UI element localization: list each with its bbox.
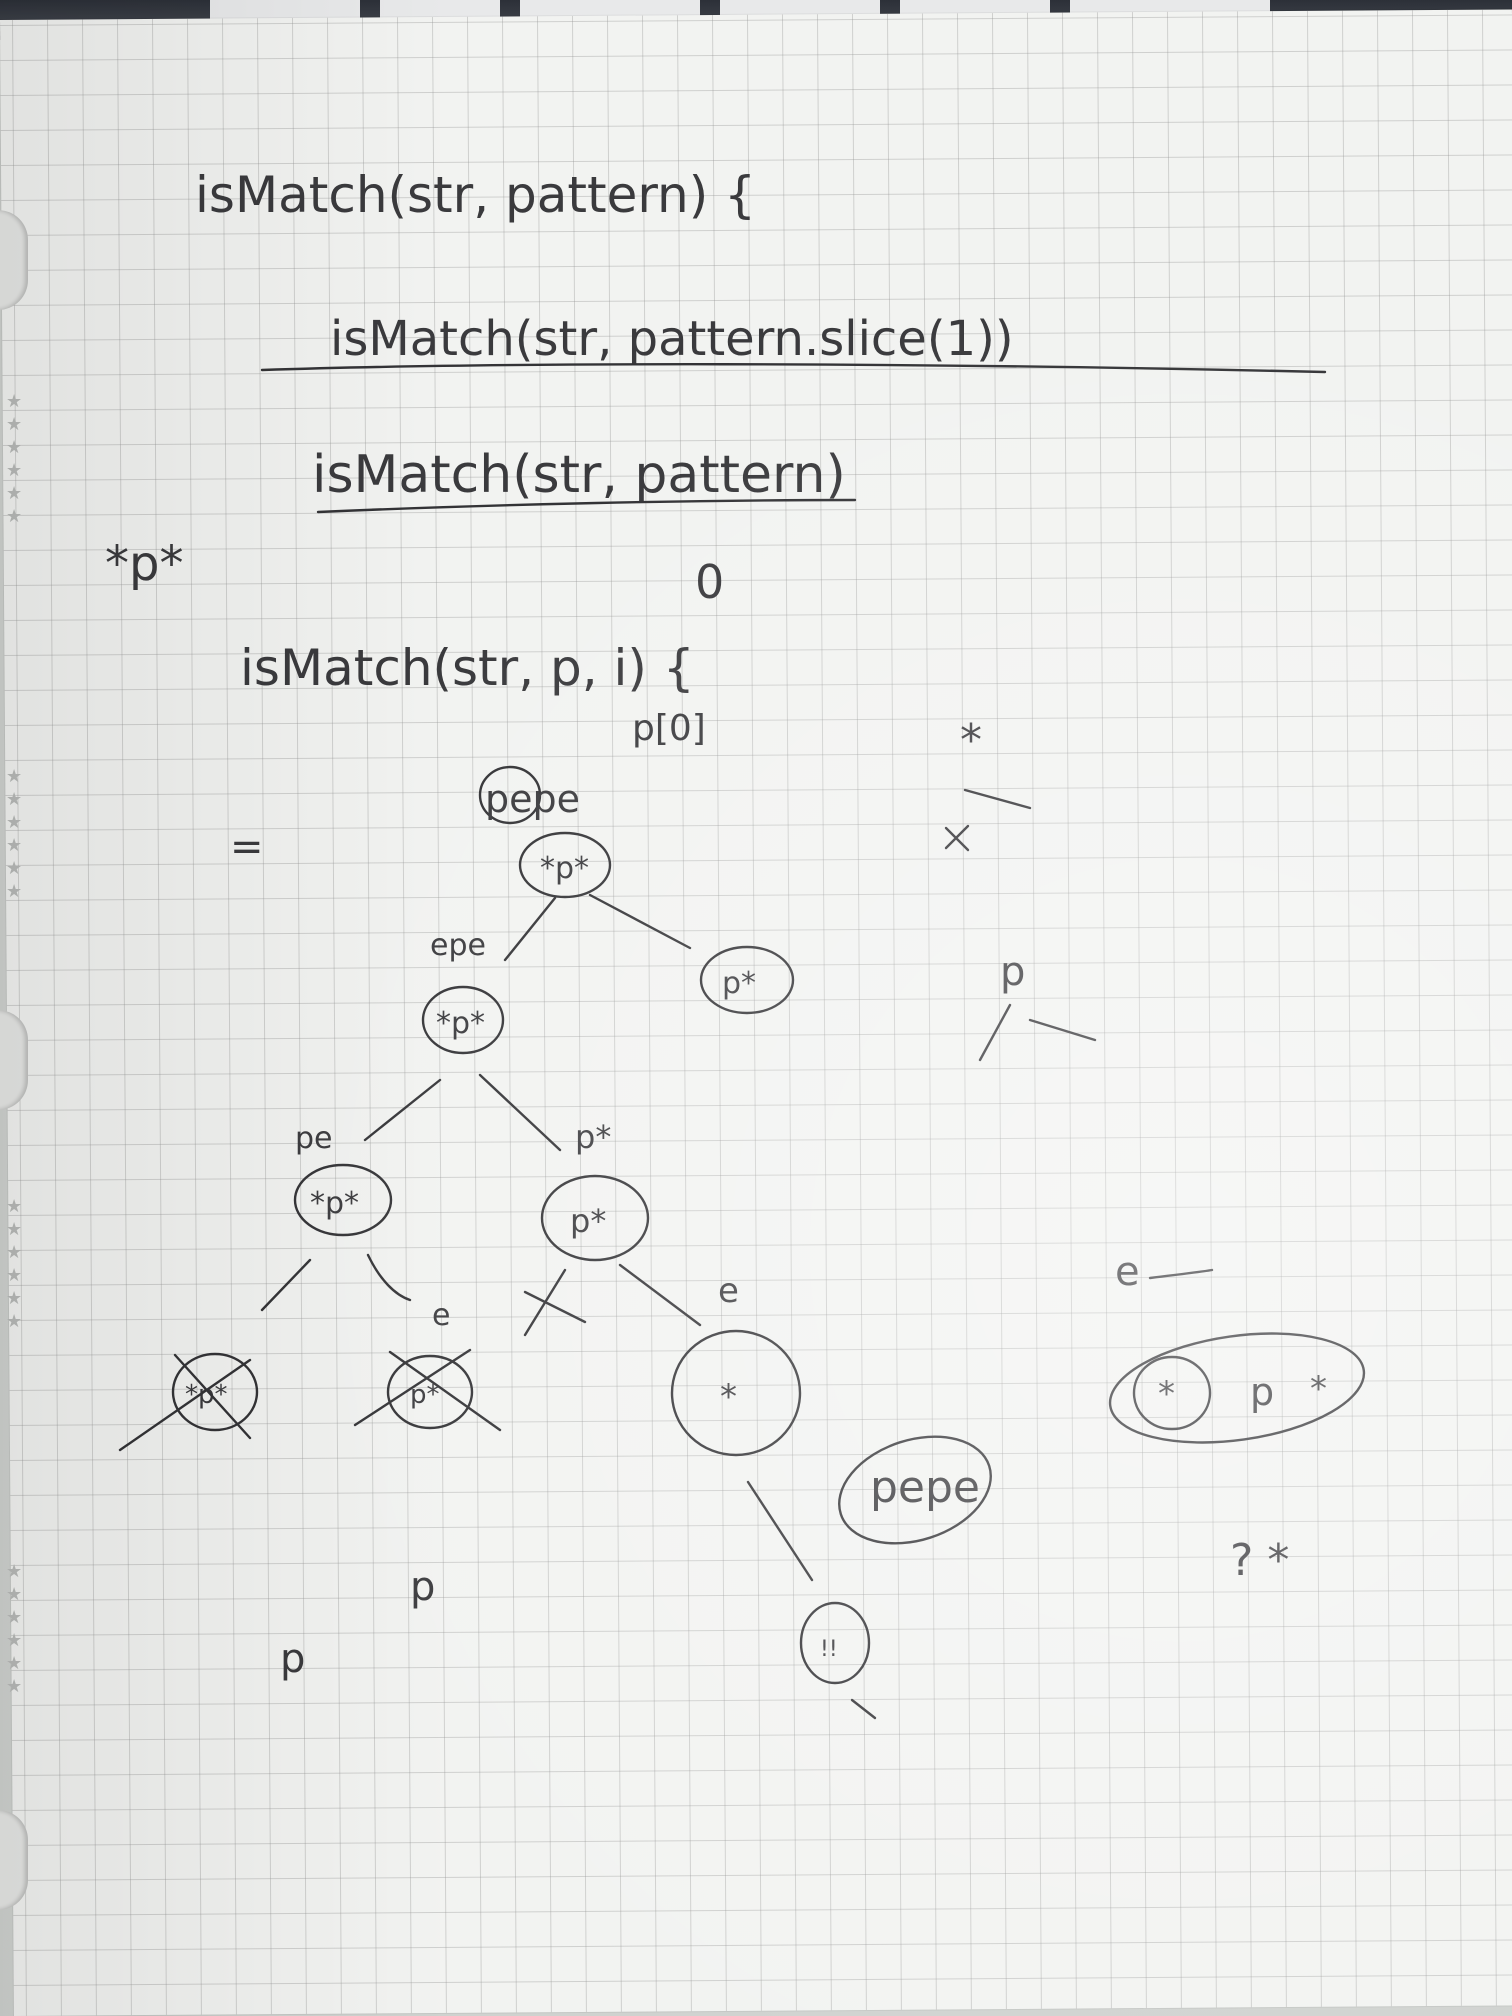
lrr-string-label: e	[718, 1271, 739, 1311]
p-index-note: p[0]	[632, 708, 706, 749]
strike-line	[260, 363, 1327, 374]
side-p-note: p	[1000, 949, 1025, 995]
margin-star-marks: ★ ★ ★ ★ ★ ★	[6, 766, 23, 902]
question-note: ? *	[1230, 1535, 1289, 1586]
branch-marks	[978, 1003, 1097, 1062]
zero-note: 0	[695, 555, 724, 609]
ismatch-slice-call: isMatch(str, pattern.slice(1))	[330, 311, 1014, 367]
tail-mark	[850, 1698, 877, 1720]
node-lrr-pattern: *	[720, 1377, 737, 1417]
pepe-note-circle	[838, 1435, 992, 1545]
llr-string-label: e	[432, 1298, 450, 1333]
dash-mark	[963, 788, 1032, 810]
binder-hole	[0, 210, 28, 310]
edge	[588, 893, 692, 950]
cross-out-mark	[353, 1348, 502, 1432]
edge	[618, 1263, 702, 1327]
pepe-note: pepe	[870, 1462, 980, 1513]
underline	[316, 498, 857, 514]
node-leaf	[799, 1601, 871, 1685]
node-lrr	[670, 1329, 802, 1457]
node-ll-pattern: *p*	[310, 1186, 359, 1221]
small-cross-mark	[944, 824, 970, 852]
left-string-label: epe	[430, 928, 486, 963]
ismatch-index-signature: isMatch(str, p, i) {	[240, 639, 695, 697]
ll-string-label: pe	[295, 1121, 333, 1156]
pattern-p: p	[1250, 1370, 1274, 1414]
edge	[366, 1253, 412, 1302]
p-note-left: p	[280, 1636, 305, 1682]
node-root-pattern: *p*	[540, 851, 589, 886]
pattern-inner-circle	[1132, 1355, 1212, 1431]
star-p-star-note: *p*	[105, 536, 183, 592]
side-dash-mark	[1148, 1268, 1214, 1280]
side-e-label: e	[1115, 1249, 1140, 1295]
node-llr	[386, 1354, 474, 1430]
node-lr-pattern: p*	[570, 1202, 606, 1240]
edge	[478, 1073, 562, 1152]
node-lr	[540, 1174, 650, 1262]
edge	[260, 1258, 312, 1312]
crossed-edge	[523, 1268, 587, 1337]
cross-out-mark	[118, 1353, 252, 1452]
node-ll	[293, 1163, 393, 1237]
side-star-note: *	[960, 715, 982, 766]
pattern-star-c: *	[1310, 1369, 1327, 1409]
margin-star-marks: ★ ★ ★ ★ ★ ★	[6, 391, 23, 527]
node-lll	[171, 1352, 259, 1432]
edge	[363, 1078, 442, 1142]
pattern-star-a: *	[1158, 1374, 1175, 1414]
ismatch-signature: isMatch(str, pattern) {	[195, 166, 756, 224]
node-left	[421, 985, 505, 1055]
lr-string-label: p*	[575, 1118, 611, 1156]
node-leaf-pattern: !!	[820, 1637, 838, 1662]
node-root-right	[699, 945, 795, 1015]
equals-mark: =	[230, 824, 264, 870]
node-root-right-pattern: p*	[722, 966, 756, 1001]
binder-hole	[0, 1010, 28, 1110]
node-root	[518, 831, 612, 899]
margin-star-marks: ★ ★ ★ ★ ★ ★	[6, 1561, 23, 1697]
root-string-circle	[478, 765, 542, 825]
edge	[503, 896, 557, 962]
ismatch-call: isMatch(str, pattern)	[312, 445, 846, 505]
pattern-oval	[1108, 1332, 1366, 1444]
p-note-mid: p	[410, 1564, 435, 1610]
root-string-label: pepe	[485, 777, 580, 821]
margin-star-marks: ★ ★ ★ ★ ★ ★	[6, 1196, 23, 1332]
binder-hole	[0, 1810, 28, 1910]
edge	[746, 1480, 814, 1582]
node-left-pattern: *p*	[436, 1006, 485, 1041]
